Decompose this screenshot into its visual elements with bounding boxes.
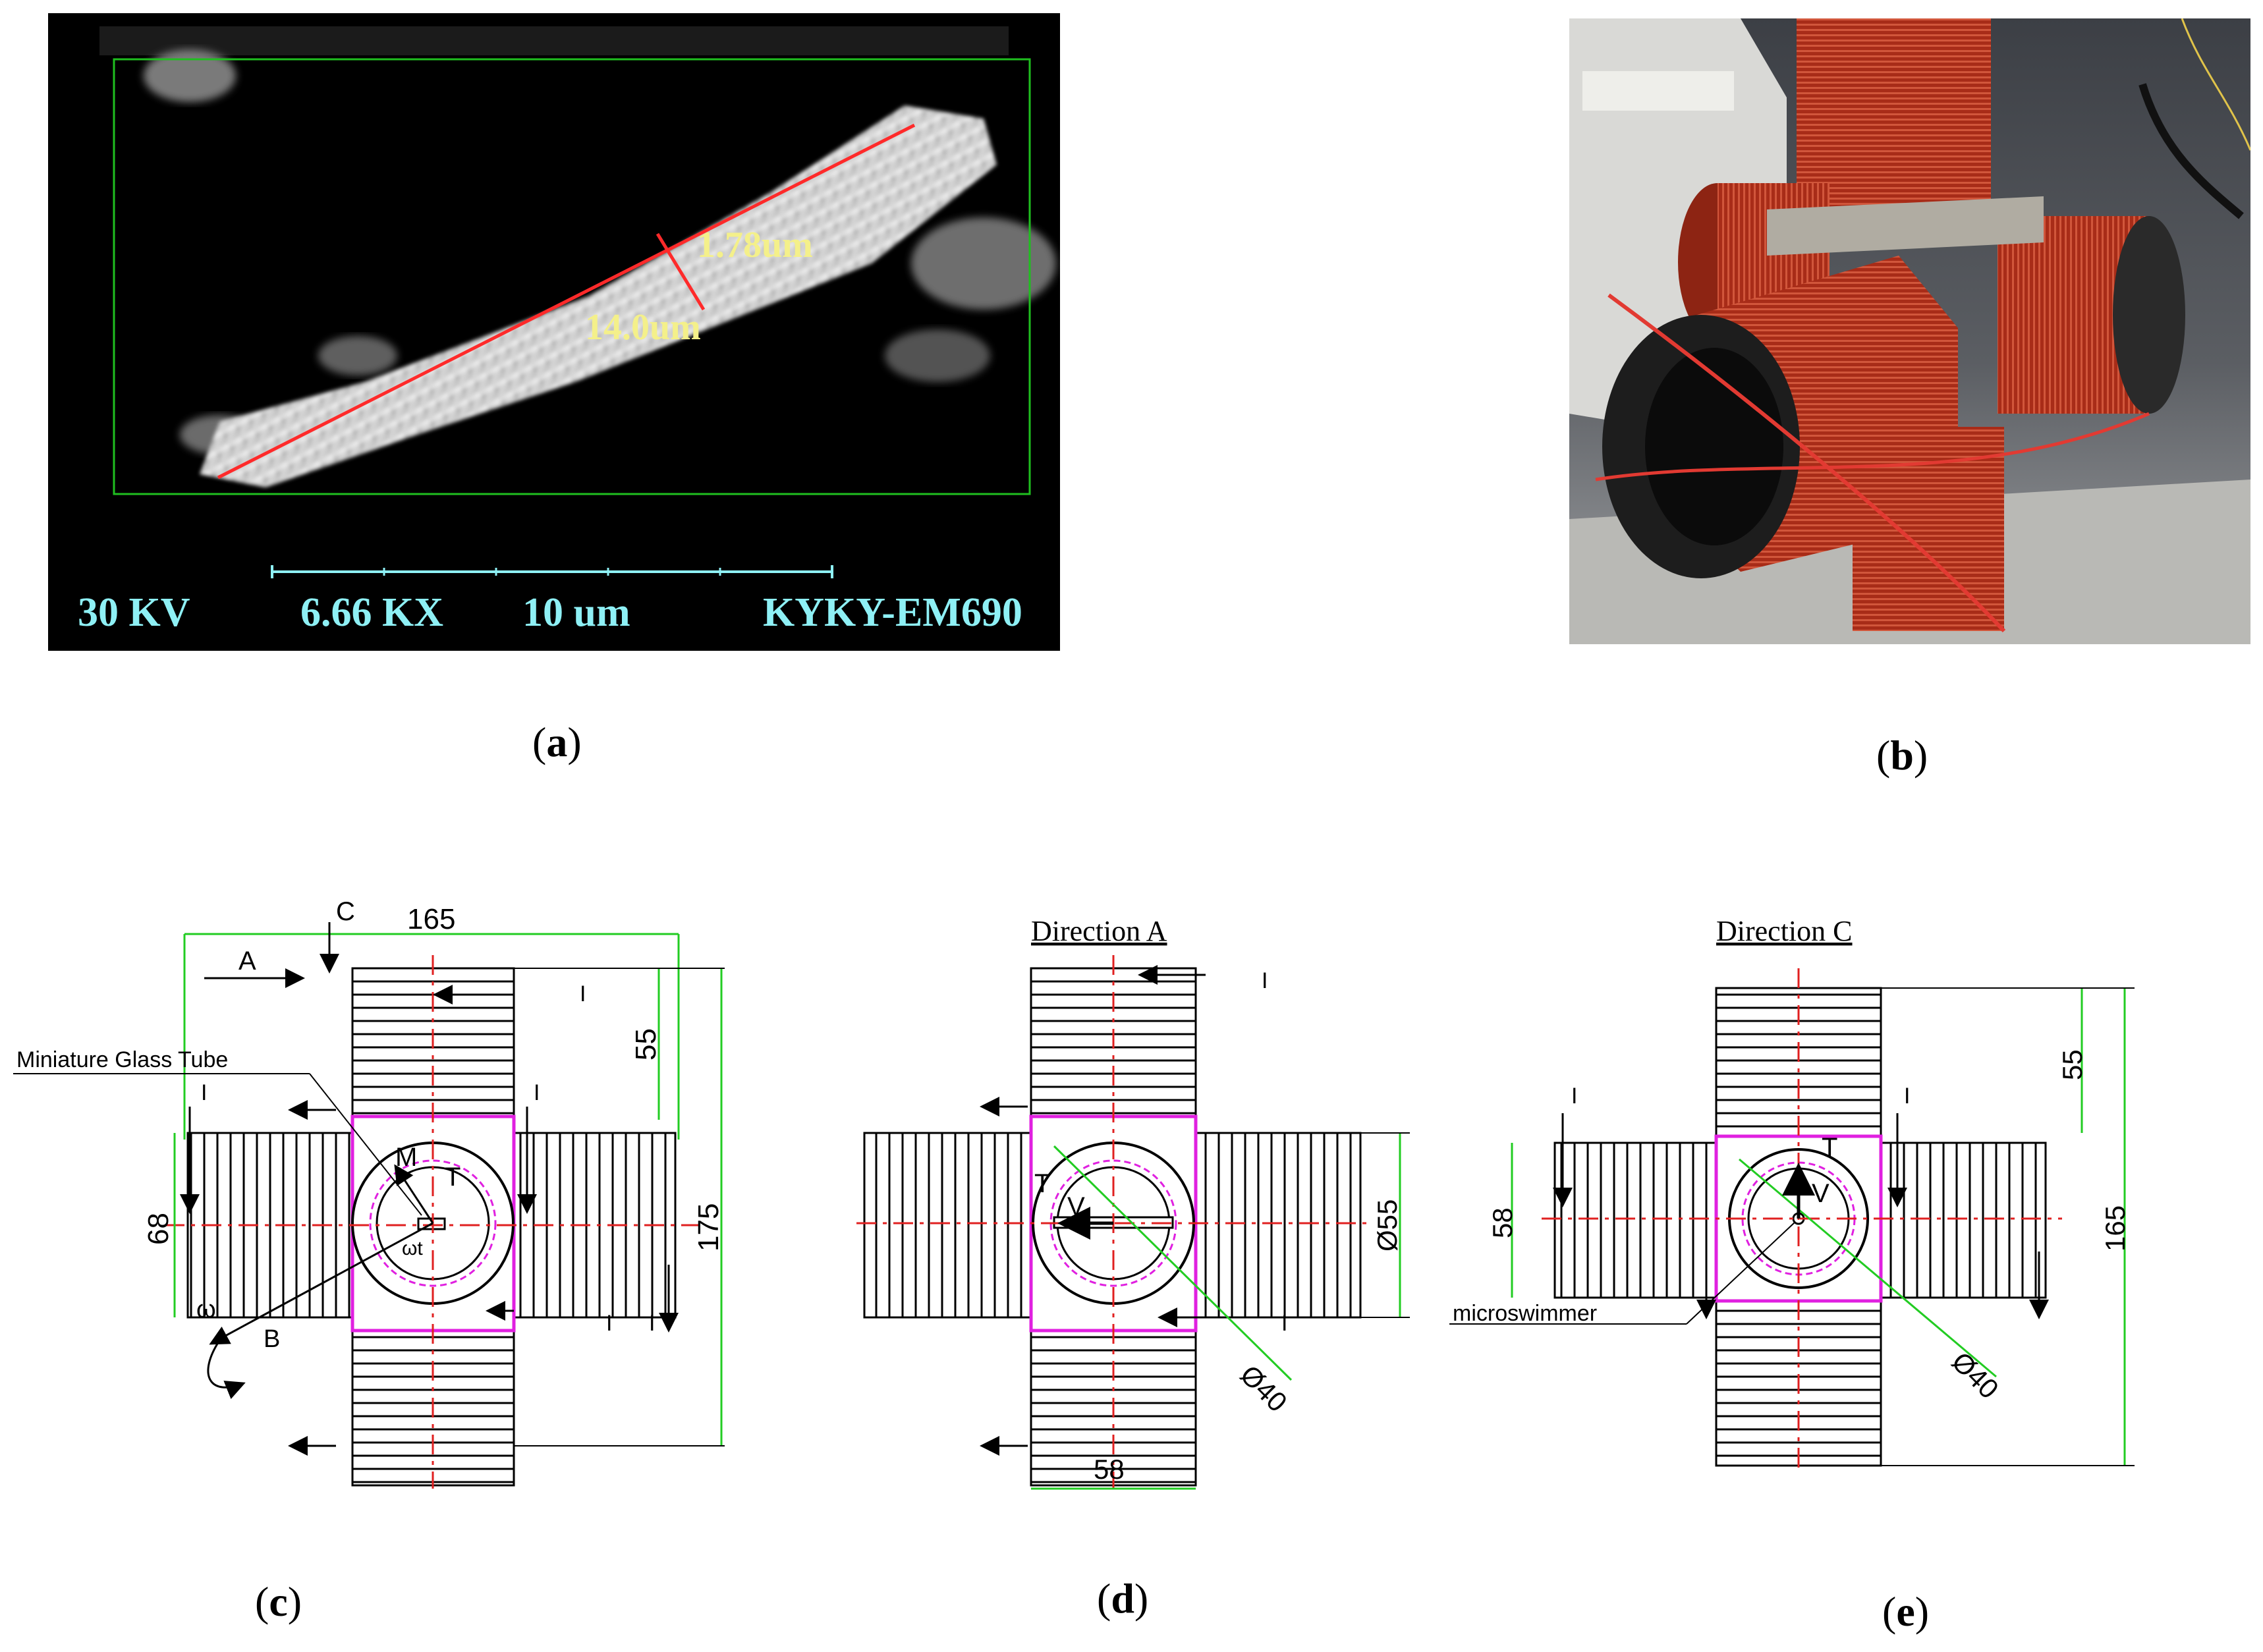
coil-left-e (1553, 1142, 1718, 1299)
label-I-e2: I (1904, 1084, 1910, 1109)
label-glass-tube: Miniature Glass Tube (16, 1047, 228, 1072)
schematic-d: Direction A 58 Ø55 Ø40 T V I I (856, 915, 1410, 1490)
dim-diag-e: Ø40 (1946, 1346, 2005, 1404)
caption-b: (b) (1876, 732, 1928, 779)
sem-instrument: KYKY-EM690 (763, 590, 1022, 635)
caption-e: (e) (1882, 1588, 1930, 1635)
label-I-c3: I (534, 1080, 540, 1105)
label-I-c5: I (649, 1311, 655, 1336)
dim-left-e: 58 (1487, 1207, 1518, 1238)
label-T-e: T (1822, 1133, 1837, 1162)
label-B: B (264, 1325, 280, 1353)
caption-d: (d) (1097, 1575, 1149, 1622)
label-wt: ωt (402, 1238, 423, 1259)
label-M: M (395, 1143, 417, 1172)
schematic-e: Direction C 55 165 58 Ø40 T V microswimm… (1449, 915, 2135, 1472)
caption-c: (c) (255, 1578, 302, 1625)
sem-magnification: 6.66 KX (300, 590, 443, 635)
coil-right-e (1880, 1142, 2047, 1299)
sem-scale: 10 um (522, 590, 630, 635)
schematic-c: 165 C A Miniature Glass Tube 55 175 68 M… (13, 897, 725, 1489)
dim-width-c: 165 (407, 903, 455, 935)
dim-side-c: 68 (142, 1213, 175, 1245)
title-direction-c: Direction C (1716, 915, 1853, 947)
coil-schematics: 165 C A Miniature Glass Tube 55 175 68 M… (13, 897, 2135, 1490)
length-measure-line (217, 123, 916, 480)
label-I-d2: I (1281, 1311, 1287, 1336)
dim-height-e: 165 (2100, 1205, 2131, 1252)
label-V-d: V (1067, 1192, 1085, 1221)
label-A: A (238, 947, 256, 976)
sem-voltage: 30 KV (78, 590, 190, 635)
dim-bottom-d: 58 (1094, 1454, 1125, 1485)
length-label: 14.0um (585, 307, 701, 348)
coil-left-d (863, 1132, 1032, 1319)
label-T-c: T (445, 1163, 461, 1192)
label-omega: ω (196, 1296, 216, 1323)
sem-micrograph (99, 26, 1056, 578)
label-I-c2: I (201, 1080, 207, 1105)
title-direction-a: Direction A (1031, 915, 1167, 947)
caption-a: (a) (532, 719, 582, 765)
label-microswimmer: microswimmer (1453, 1301, 1597, 1326)
dim-right-d: Ø55 (1372, 1199, 1403, 1252)
dim-coil-len-e: 55 (2057, 1049, 2088, 1080)
sem-image-panel: 1.78um 14.0um 30 KV 6.66 KX 10 um KYKY-E… (48, 13, 1060, 651)
label-I-c4: I (606, 1311, 612, 1336)
label-I-c1: I (580, 981, 586, 1006)
label-I-e1: I (1571, 1084, 1577, 1109)
dim-coil-len-c: 55 (630, 1028, 662, 1060)
dim-height-c: 175 (692, 1203, 725, 1252)
diameter-measure-line (656, 233, 706, 311)
label-T-d: T (1034, 1169, 1050, 1198)
dim-diag-d: Ø40 (1235, 1359, 1293, 1418)
diameter-label: 1.78um (697, 225, 813, 265)
coil-right-d (1194, 1132, 1362, 1319)
roi-frame (113, 58, 1031, 495)
label-I-d1: I (1262, 968, 1268, 993)
label-C: C (336, 897, 355, 926)
label-V-e: V (1812, 1179, 1830, 1208)
coil-photo (1569, 18, 2250, 644)
